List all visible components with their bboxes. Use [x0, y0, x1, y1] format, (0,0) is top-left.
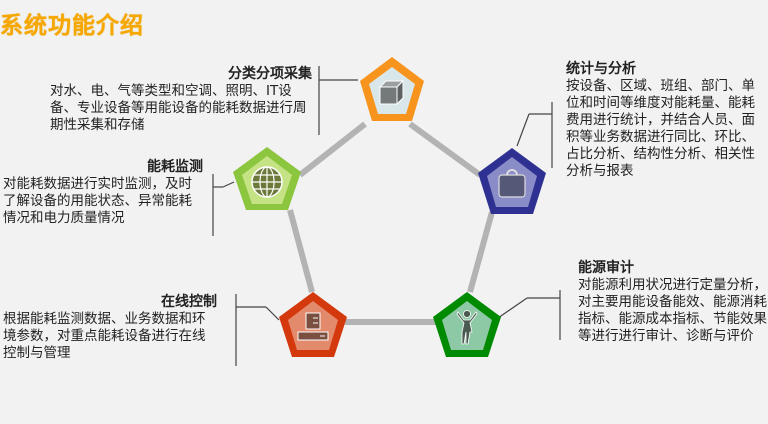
desc-analysis: 按设备、区域、班组、部门、单位和时间等维度对能耗量、能耗费用进行统计，并结合人员…	[566, 78, 755, 179]
page-title: 系统功能介绍	[0, 13, 144, 39]
globe-icon	[251, 166, 283, 198]
cube-icon	[378, 79, 405, 106]
text-block-analysis: 统计与分析 按设备、区域、班组、部门、单位和时间等维度对能耗量、能耗费用进行统计…	[566, 60, 766, 180]
node-control[interactable]	[279, 292, 347, 357]
heading-monitor: 能耗监测	[147, 159, 203, 175]
text-block-control: 在线控制 根据能耗监测数据、业务数据和环境参数，对重点能耗设备进行在线控制与管理	[3, 293, 217, 362]
node-collect[interactable]	[360, 57, 424, 121]
desc-control: 根据能耗监测数据、业务数据和环境参数，对重点能耗设备进行在线控制与管理	[3, 311, 206, 361]
node-analysis[interactable]	[478, 148, 546, 214]
text-block-audit: 能源审计 对能源利用状况进行定量分析，对主要用能设备能效、能源消耗指标、能源成本…	[578, 259, 768, 345]
node-monitor[interactable]	[233, 147, 301, 210]
text-block-collect: 分类分项采集 对水、电、气等类型和空调、照明、IT设备、专业设备等用能设备的能耗…	[50, 65, 312, 134]
desc-monitor: 对能耗数据进行实时监测，及时了解设备的用能状态、异常能耗情况和电力质量情况	[3, 176, 192, 226]
person-icon	[456, 310, 478, 345]
node-audit[interactable]	[433, 292, 501, 357]
connector-lines	[287, 121, 495, 325]
heading-collect: 分类分项采集	[228, 66, 312, 82]
text-block-monitor: 能耗监测 对能耗数据进行实时监测，及时了解设备的用能状态、异常能耗情况和电力质量…	[3, 158, 203, 227]
heading-control: 在线控制	[161, 294, 217, 310]
heading-audit: 能源审计	[578, 260, 634, 276]
briefcase-icon	[498, 169, 526, 198]
heading-analysis: 统计与分析	[566, 61, 636, 77]
leader-lines	[212, 66, 561, 366]
desc-collect: 对水、电、气等类型和空调、照明、IT设备、专业设备等用能设备的能耗数据进行周期性…	[50, 83, 307, 133]
computer-icon	[297, 312, 329, 341]
desc-audit: 对能源利用状况进行定量分析，对主要用能设备能效、能源消耗指标、能源成本指标、节能…	[578, 277, 767, 344]
